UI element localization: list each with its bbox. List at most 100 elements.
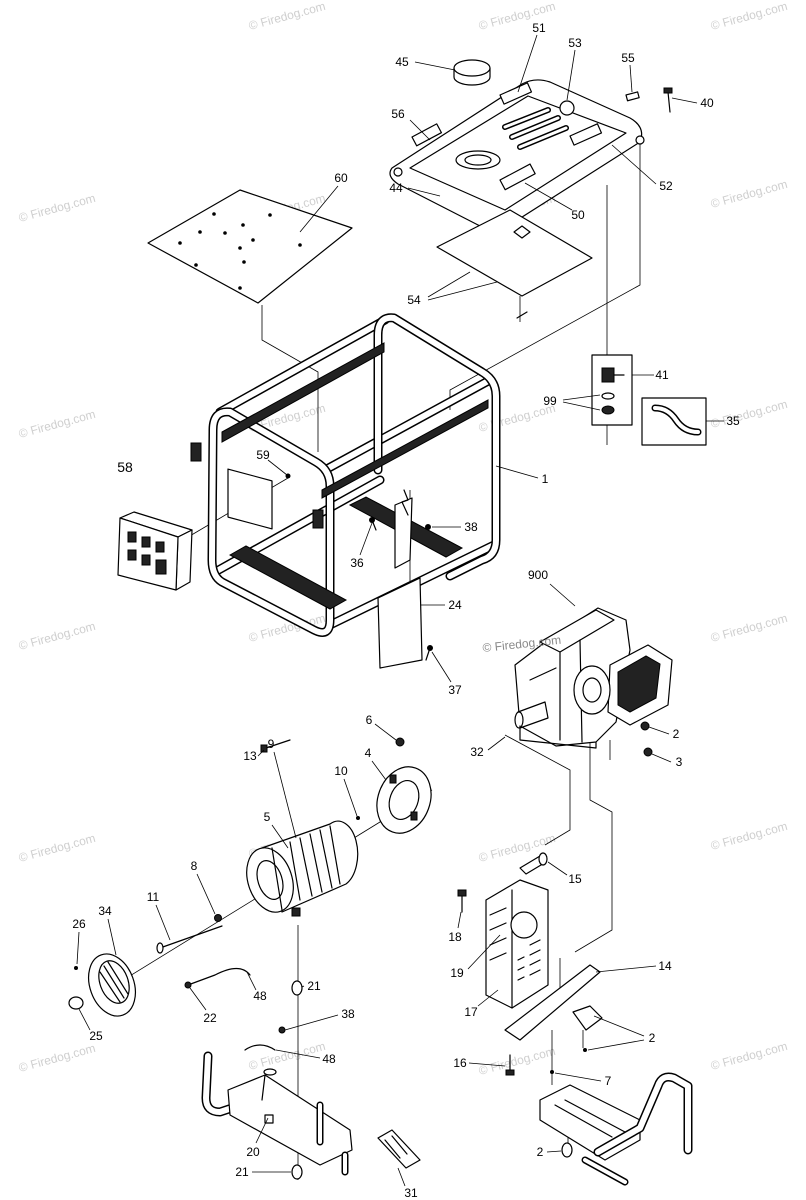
frame-bracket bbox=[312, 509, 324, 529]
watermark: © Firedog.com bbox=[709, 819, 789, 853]
wheel-kit-20 bbox=[201, 1026, 353, 1176]
callout-2c: 2 bbox=[537, 1145, 544, 1159]
bolt-40 bbox=[663, 87, 673, 113]
callout-32: 32 bbox=[470, 745, 484, 759]
fuel-valve-41 bbox=[591, 354, 633, 426]
plug-25 bbox=[68, 996, 84, 1010]
tank-label-55 bbox=[625, 91, 640, 102]
fuel-hose-35 bbox=[641, 397, 707, 446]
panel-plate-60 bbox=[147, 189, 353, 304]
callout-41: 41 bbox=[655, 368, 669, 382]
callout-19: 19 bbox=[450, 966, 464, 980]
fuel-tank bbox=[389, 79, 645, 233]
callout-1: 1 bbox=[542, 472, 549, 486]
callout-10: 10 bbox=[334, 764, 348, 778]
callout-34: 34 bbox=[98, 904, 112, 918]
callout-50: 50 bbox=[571, 208, 585, 222]
muffler-17 bbox=[485, 879, 549, 1009]
callout-11: 11 bbox=[147, 890, 160, 904]
callout-44: 44 bbox=[389, 181, 403, 195]
watermark: © Firedog.com bbox=[709, 397, 789, 431]
callout-26: 26 bbox=[72, 917, 86, 931]
callout-7: 7 bbox=[605, 1074, 612, 1088]
callout-38b: 38 bbox=[341, 1007, 355, 1021]
callout-59: 59 bbox=[256, 448, 270, 462]
watermark: © Firedog.com bbox=[17, 831, 97, 865]
callout-54: 54 bbox=[407, 293, 421, 307]
wire-harness-48 bbox=[184, 967, 251, 989]
exhaust-pipe-15 bbox=[519, 852, 548, 875]
engine-900 bbox=[514, 607, 673, 757]
watermark: © Firedog.com bbox=[17, 191, 97, 225]
callout-2b: 2 bbox=[649, 1031, 656, 1045]
callout-53: 53 bbox=[568, 36, 582, 50]
callout-labels: 45 51 53 55 40 56 52 44 50 60 54 41 99 3… bbox=[72, 21, 740, 1200]
callout-48: 48 bbox=[253, 989, 267, 1003]
callout-58: 58 bbox=[117, 459, 133, 475]
screw-10 bbox=[356, 816, 360, 820]
callout-17: 17 bbox=[464, 1005, 478, 1019]
leader-lines bbox=[76, 34, 724, 1187]
callout-3: 3 bbox=[676, 755, 683, 769]
callout-99: 99 bbox=[543, 394, 557, 408]
callout-56: 56 bbox=[391, 107, 405, 121]
screw-18 bbox=[457, 889, 467, 913]
callout-4: 4 bbox=[365, 746, 372, 760]
nut-21 bbox=[291, 980, 303, 996]
fuel-gauge bbox=[559, 100, 575, 116]
bracket-24 bbox=[369, 489, 433, 669]
frame-panel-opening bbox=[227, 468, 273, 530]
callout-21: 21 bbox=[307, 979, 321, 993]
tube-frame bbox=[190, 313, 501, 637]
callout-48b: 48 bbox=[322, 1052, 336, 1066]
watermark: © Firedog.com bbox=[247, 0, 327, 33]
nut-2 bbox=[561, 1142, 573, 1158]
control-panel-58 bbox=[117, 511, 193, 591]
screw-26 bbox=[74, 966, 78, 970]
watermark: © Firedog.com bbox=[709, 611, 789, 645]
watermark: © Firedog.com bbox=[477, 1044, 557, 1078]
rotor-bolt-11 bbox=[156, 925, 223, 954]
stator-5 bbox=[246, 820, 359, 917]
callout-6: 6 bbox=[366, 713, 373, 727]
callout-2: 2 bbox=[673, 727, 680, 741]
watermark: © Firedog.com bbox=[709, 0, 789, 33]
callout-55: 55 bbox=[621, 51, 635, 65]
rear-cover-34 bbox=[88, 953, 136, 1017]
callout-52: 52 bbox=[659, 179, 673, 193]
callout-36: 36 bbox=[350, 556, 364, 570]
bearing-6 bbox=[395, 737, 405, 747]
nut-3 bbox=[643, 747, 653, 757]
end-bell-4 bbox=[376, 766, 432, 834]
callout-8: 8 bbox=[191, 859, 198, 873]
washer-8 bbox=[214, 914, 222, 922]
callout-9: 9 bbox=[268, 737, 275, 751]
callout-18: 18 bbox=[448, 930, 462, 944]
watermark: © Firedog.com bbox=[17, 619, 97, 653]
watermark: © Firedog.com bbox=[17, 1041, 97, 1075]
fuel-cap bbox=[453, 59, 491, 86]
watermark: © Firedog.com bbox=[709, 177, 789, 211]
wheel-kit-right bbox=[539, 1072, 693, 1186]
screw-38 bbox=[278, 1026, 286, 1034]
screw-7 bbox=[550, 1070, 554, 1074]
wire-harness-48 bbox=[244, 1044, 276, 1051]
handle-31 bbox=[377, 1129, 421, 1169]
callout-35: 35 bbox=[726, 414, 740, 428]
callout-45: 45 bbox=[395, 55, 409, 69]
tank-decal bbox=[569, 123, 603, 146]
screw-16 bbox=[505, 1054, 515, 1076]
callout-13: 13 bbox=[243, 749, 257, 763]
callout-21b: 21 bbox=[235, 1165, 249, 1179]
callout-60: 60 bbox=[334, 171, 348, 185]
watermark: © Firedog.com bbox=[17, 407, 97, 441]
screw-38 bbox=[425, 524, 431, 530]
nut-21 bbox=[291, 1164, 303, 1180]
callout-22: 22 bbox=[203, 1011, 217, 1025]
callout-37: 37 bbox=[448, 683, 462, 697]
nut-2 bbox=[640, 721, 650, 731]
callout-5: 5 bbox=[264, 810, 271, 824]
frame-bracket bbox=[190, 442, 202, 462]
watermark: © Firedog.com bbox=[247, 1039, 327, 1073]
